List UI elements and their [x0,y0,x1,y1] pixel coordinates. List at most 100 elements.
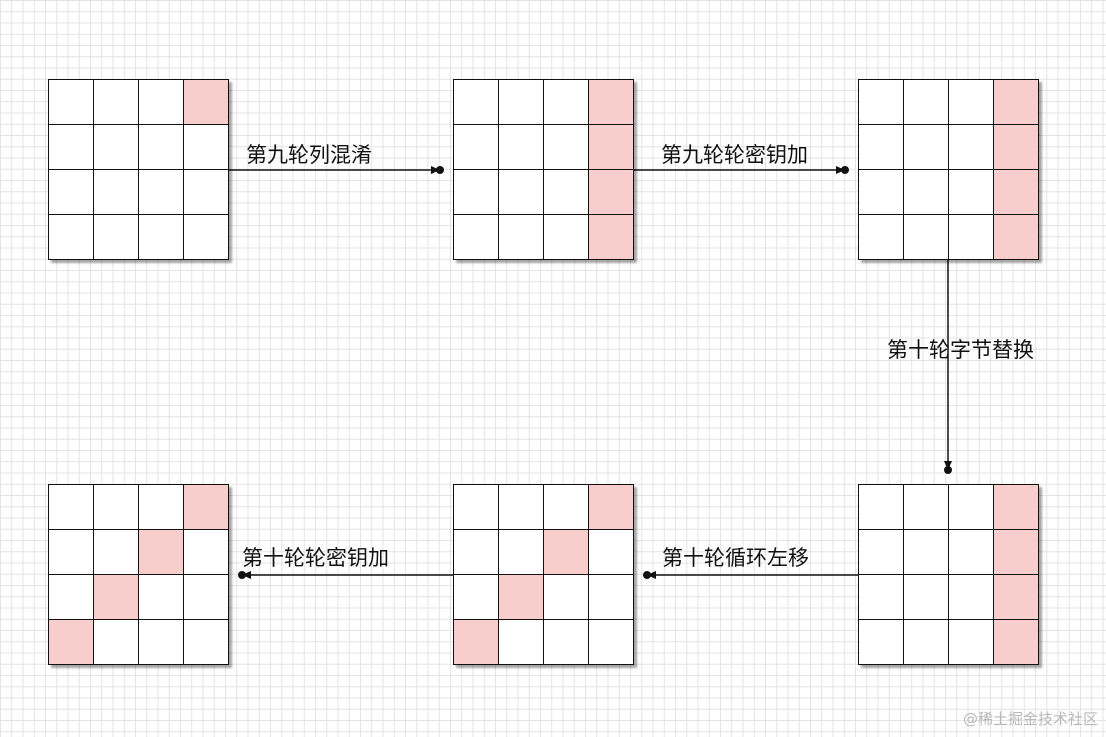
state-matrix-1 [48,79,229,260]
highlighted-cell [589,485,634,530]
edge-label-shift-rows-10: 第十轮循环左移 [662,546,809,570]
edge-label-mix-columns-9: 第九轮列混淆 [246,143,372,167]
matrix-cell [49,215,94,260]
matrix-cell [94,170,139,215]
matrix-cell [949,125,994,170]
highlighted-cell [994,620,1039,665]
matrix-cell [544,485,589,530]
matrix-cell [859,620,904,665]
matrix-cell [544,80,589,125]
arrowhead-2 [836,166,845,174]
matrix-cell [94,485,139,530]
matrix-cell [49,170,94,215]
matrix-cell [499,80,544,125]
matrix-cell [499,485,544,530]
matrix-cell [949,215,994,260]
matrix-cell [904,620,949,665]
highlighted-cell [589,125,634,170]
matrix-cell [454,485,499,530]
matrix-cell [904,215,949,260]
matrix-cell [859,575,904,620]
matrix-cell [139,125,184,170]
state-matrix-5 [453,484,634,665]
matrix-cell [859,80,904,125]
matrix-cell [49,530,94,575]
arrowhead-1 [431,166,440,174]
matrix-cell [949,485,994,530]
highlighted-cell [994,170,1039,215]
highlighted-cell [184,80,229,125]
matrix-cell [904,80,949,125]
matrix-cell [499,620,544,665]
matrix-cell [904,485,949,530]
arrowhead-4 [647,571,656,579]
matrix-cell [589,620,634,665]
highlighted-cell [994,80,1039,125]
matrix-cell [859,485,904,530]
state-matrix-6 [48,484,229,665]
highlighted-cell [589,80,634,125]
highlighted-cell [994,485,1039,530]
state-matrix-3 [858,79,1039,260]
matrix-cell [544,170,589,215]
matrix-cell [949,575,994,620]
matrix-cell [139,620,184,665]
matrix-cell [499,170,544,215]
highlighted-cell [994,575,1039,620]
matrix-cell [139,170,184,215]
matrix-cell [949,530,994,575]
matrix-cell [544,575,589,620]
highlighted-cell [994,125,1039,170]
matrix-cell [589,530,634,575]
matrix-cell [184,170,229,215]
highlighted-cell [994,530,1039,575]
matrix-cell [859,530,904,575]
matrix-cell [499,215,544,260]
matrix-cell [94,80,139,125]
matrix-cell [859,170,904,215]
matrix-cell [904,170,949,215]
state-matrix-4 [858,484,1039,665]
highlighted-cell [994,215,1039,260]
matrix-cell [544,620,589,665]
matrix-cell [94,620,139,665]
matrix-cell [544,125,589,170]
matrix-cell [184,215,229,260]
matrix-cell [904,125,949,170]
matrix-cell [904,530,949,575]
matrix-cell [184,620,229,665]
highlighted-cell [94,575,139,620]
matrix-cell [139,575,184,620]
matrix-cell [499,530,544,575]
matrix-cell [589,575,634,620]
highlighted-cell [184,485,229,530]
matrix-cell [184,530,229,575]
matrix-cell [904,575,949,620]
watermark: @稀土掘金技术社区 [962,710,1098,728]
matrix-cell [184,125,229,170]
matrix-cell [544,215,589,260]
matrix-cell [49,125,94,170]
connector-end-dot-5 [238,571,246,579]
matrix-cell [454,80,499,125]
matrix-cell [499,125,544,170]
matrix-cell [94,530,139,575]
edge-label-add-round-key-10: 第十轮轮密钥加 [242,546,389,570]
state-matrix-2 [453,79,634,260]
matrix-cell [454,215,499,260]
connector-end-dot-4 [643,571,651,579]
matrix-cell [139,80,184,125]
highlighted-cell [49,620,94,665]
matrix-cell [859,215,904,260]
matrix-cell [454,125,499,170]
arrowhead-5 [242,571,251,579]
highlighted-cell [499,575,544,620]
matrix-cell [49,80,94,125]
connector-end-dot-2 [841,166,849,174]
highlighted-cell [454,620,499,665]
matrix-cell [454,530,499,575]
matrix-cell [949,620,994,665]
edge-label-sub-bytes-10: 第十轮字节替换 [887,338,1034,362]
